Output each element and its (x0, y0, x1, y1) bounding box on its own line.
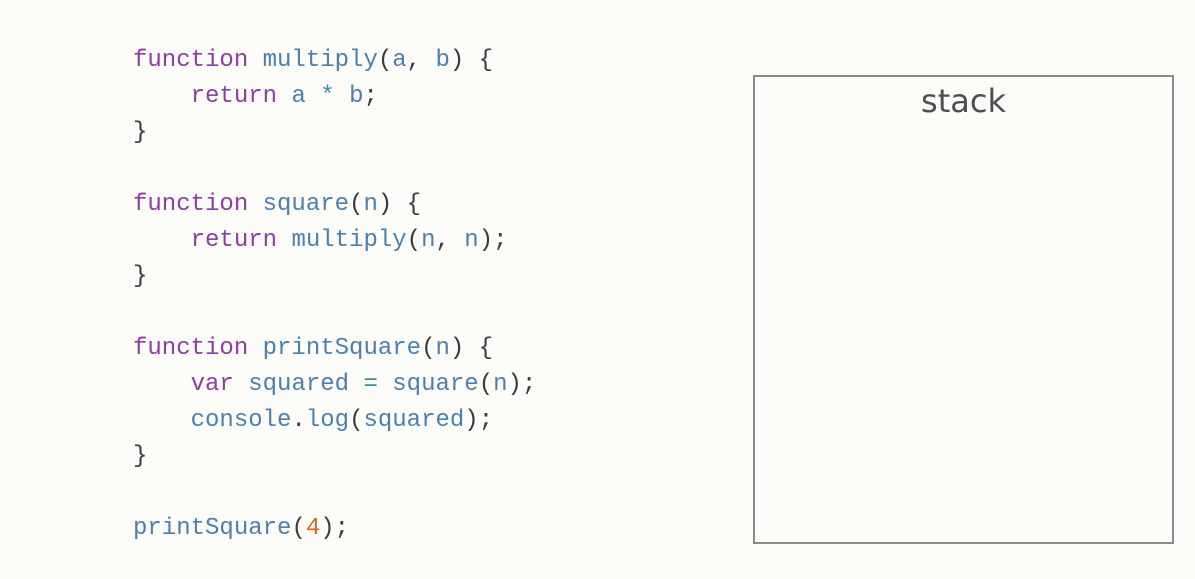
code-token: ( (349, 407, 364, 434)
code-token: ); (464, 407, 494, 434)
code-token: } (133, 443, 148, 470)
code-token: ); (507, 371, 537, 398)
code-token: ); (478, 227, 508, 254)
code-token (378, 371, 392, 398)
code-token (248, 191, 262, 218)
code-token: square (392, 371, 479, 398)
code-token: , (435, 227, 465, 254)
code-token: square (262, 191, 350, 218)
code-token: console (190, 407, 292, 434)
code-token (306, 83, 320, 110)
code-line: } (133, 115, 536, 151)
code-token: printSquare (133, 515, 292, 542)
code-token: log (305, 407, 350, 434)
code-token: = (363, 371, 378, 398)
code-line: function multiply(a, b) { (133, 43, 536, 79)
code-token: n (363, 191, 378, 218)
code-token: } (133, 119, 148, 146)
code-token: multiply (291, 227, 407, 254)
code-line: function printSquare(n) { (133, 331, 536, 367)
stack-title: stack (921, 82, 1006, 120)
code-token: squared (363, 407, 465, 434)
code-token (133, 83, 191, 110)
code-token (335, 83, 349, 110)
code-line: console.log(squared); (133, 403, 536, 439)
code-line: var squared = square(n); (133, 367, 537, 403)
code-token: ( (478, 371, 494, 398)
code-token: return (190, 83, 278, 110)
code-line: return a * b; (133, 79, 536, 115)
code-line: } (133, 439, 536, 475)
code-token: b (435, 47, 450, 74)
code-token: , (406, 47, 436, 74)
code-token: a (291, 83, 306, 110)
code-token: ) { (377, 191, 422, 218)
code-token: function (133, 335, 249, 362)
code-token (133, 371, 191, 398)
code-token: ( (349, 191, 364, 218)
code-token (133, 407, 191, 434)
code-token: ( (421, 335, 436, 362)
code-token: ) { (449, 335, 494, 362)
code-token: . (291, 407, 306, 434)
code-line: } (133, 259, 536, 295)
code-token: a (392, 47, 407, 74)
code-token: ( (291, 515, 306, 542)
code-token: function (133, 191, 249, 218)
code-token: ); (320, 515, 350, 542)
code-line: function square(n) { (133, 187, 536, 223)
code-token (133, 227, 191, 254)
code-token (248, 47, 262, 74)
code-line (133, 295, 536, 331)
code-line (133, 475, 536, 511)
code-token (234, 371, 248, 398)
code-token: n (493, 371, 508, 398)
code-token: n (421, 227, 436, 254)
code-token (277, 227, 291, 254)
code-token (277, 83, 291, 110)
code-token: ( (406, 227, 422, 254)
code-line: printSquare(4); (133, 511, 536, 547)
call-stack-panel: stack (753, 75, 1174, 544)
code-token: * (320, 83, 335, 110)
code-line (133, 151, 536, 187)
code-token: printSquare (262, 335, 422, 362)
code-token: ) { (449, 47, 494, 74)
code-token: ( (377, 47, 393, 74)
code-token (248, 335, 262, 362)
code-line: return multiply(n, n); (133, 223, 536, 259)
code-token: squared (248, 371, 350, 398)
code-token: } (133, 263, 148, 290)
code-token: ; (363, 83, 378, 110)
code-token: n (435, 335, 450, 362)
code-token: 4 (305, 515, 321, 542)
code-token: b (349, 83, 364, 110)
code-token (349, 371, 363, 398)
code-token: n (464, 227, 479, 254)
code-token: function (133, 47, 249, 74)
code-listing: function multiply(a, b) { return a * b;}… (133, 43, 536, 547)
code-token: multiply (262, 47, 378, 74)
code-token: return (190, 227, 278, 254)
code-token: var (190, 371, 234, 398)
